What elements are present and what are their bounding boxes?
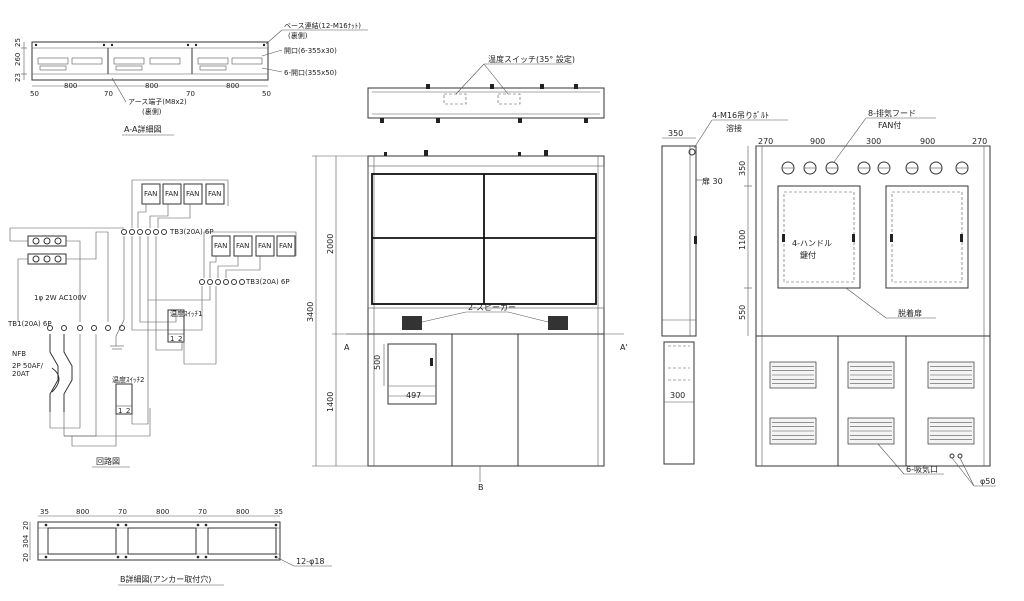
rear-dim-l2: 1100: [738, 230, 747, 250]
rear-dim-t1: 270: [758, 137, 773, 146]
aa-dim-b7: 50: [262, 90, 271, 98]
dim-1400: 1400: [326, 392, 335, 412]
front-view: 2-スピーカー 497 500 3400 2000 1400 A A' B: [306, 150, 628, 492]
nfb-label: NFB: [12, 350, 26, 358]
tb-upper-label: TB3(20A) 6P: [169, 228, 214, 236]
b-dim-t5: 70: [198, 508, 207, 516]
b-dim-t7: 35: [274, 508, 283, 516]
handle-sub: 鍵付: [800, 250, 816, 260]
speaker-left: [402, 316, 422, 330]
aa-dim-left-1: 25: [14, 38, 22, 47]
aa-dim-left-2: 260: [14, 53, 22, 66]
aa-title: A-A詳細図: [124, 124, 161, 134]
terminal-block-lower: [199, 279, 245, 285]
nfb-spec2: 20AT: [12, 370, 30, 378]
thermo-note: 温度スイッチ(35° 設定): [488, 54, 575, 64]
rear-door-left: [777, 185, 861, 289]
exhaust-sub: FAN付: [878, 120, 901, 130]
section-a: A: [344, 343, 350, 352]
aa-dim-b3: 70: [104, 90, 113, 98]
thermo1-t2: 2: [178, 335, 182, 343]
exhaust-label: 8-排気フード: [868, 108, 916, 118]
b-dim-l3: 20: [22, 553, 30, 562]
nfb-spec1: 2P 50AF/: [12, 362, 44, 370]
tb-main-label: TB1(20A) 6P: [7, 320, 52, 328]
thermo1-label: 温度ｽｲｯﾁ1: [170, 309, 202, 318]
dim-3400: 3400: [306, 302, 315, 322]
fan-label-5: FAN: [214, 242, 227, 250]
fan-label-7: FAN: [258, 242, 271, 250]
b-dim-t6: 800: [236, 508, 249, 516]
rear-dim-l3: 550: [738, 305, 747, 320]
aa-note-earth: アース端子(M8x2): [128, 97, 187, 106]
door-label: 脱着扉: [898, 308, 922, 318]
rear-dim-t4: 900: [920, 137, 935, 146]
exhaust-fans: [781, 161, 969, 175]
rear-dim-t2: 900: [810, 137, 825, 146]
aa-note-base-sub: (裏側): [288, 31, 308, 40]
bolt-label: 4-M16吊りﾎﾞﾙﾄ: [712, 111, 769, 120]
dim-350: 350: [668, 129, 683, 138]
control-box: [387, 343, 437, 405]
b-dim-t4: 800: [156, 508, 169, 516]
dim-300: 300: [670, 391, 685, 400]
circuit-title: 回路図: [96, 456, 120, 466]
fan-label-6: FAN: [236, 242, 249, 250]
aa-note-open1: 開口(6-355x30): [284, 47, 337, 55]
rear-door-right: [885, 185, 969, 289]
thermo1-t1: 1: [170, 335, 174, 343]
phi50-label: φ50: [980, 477, 995, 486]
section-b: B: [478, 483, 484, 492]
aa-dim-b2: 800: [64, 82, 77, 90]
b-dim-t2: 800: [76, 508, 89, 516]
fan-label-2: FAN: [165, 190, 178, 198]
thermo2-t2: 2: [126, 407, 130, 415]
aa-dim-b6: 800: [226, 82, 239, 90]
section-a2: A': [620, 343, 628, 352]
terminal-block-upper: [121, 229, 167, 235]
b-dim-l1: 20: [22, 521, 30, 530]
aa-dim-b5: 70: [186, 90, 195, 98]
aa-detail: 25 260 23 50 800 70 800 70 800 50 ベース連結(…: [14, 21, 368, 136]
aa-note-earth-sub: (裏側): [142, 107, 162, 116]
speaker-right: [548, 316, 568, 330]
circuit-diagram: FAN FAN FAN FAN TB3(20A) 6P FAN FAN FAN …: [7, 179, 297, 468]
holes-label: 12-φ18: [296, 557, 325, 566]
speaker-label: 2-スピーカー: [468, 303, 516, 312]
rear-view: 4-ハンドル 鍵付 270 900 300 900 270 350 1100 5…: [738, 108, 996, 487]
b-dim-t1: 35: [40, 508, 49, 516]
thermo2-label: 温度ｽｲｯﾁ2: [112, 375, 144, 384]
b-dim-t3: 70: [118, 508, 127, 516]
dim-500: 500: [373, 355, 382, 370]
bolt-sub: 溶接: [726, 123, 742, 133]
power-label: 1φ 2W AC100V: [34, 294, 87, 302]
aa-note-open2: 6-開口(355x50): [284, 69, 337, 77]
fan-label-8: FAN: [279, 242, 292, 250]
dim-30: 扉 30: [702, 176, 723, 186]
tb-lower-label: TB3(20A) 6P: [245, 278, 290, 286]
top-view: 温度スイッチ(35° 設定): [367, 54, 605, 123]
thermo2-t1: 1: [118, 407, 122, 415]
side-view: 350 扉 30 300 4-M16吊りﾎﾞﾙﾄ 溶接: [661, 111, 788, 465]
fan-label-4: FAN: [208, 190, 221, 198]
b-title: B詳細図(アンカー取付穴): [120, 574, 211, 584]
aa-dim-b4: 800: [145, 82, 158, 90]
dim-2000: 2000: [326, 234, 335, 254]
b-dim-l2: 304: [22, 534, 30, 548]
rear-dim-t5: 270: [972, 137, 987, 146]
intake-vents: [769, 361, 975, 445]
handle-label: 4-ハンドル: [792, 239, 832, 248]
aa-dim-left-3: 23: [14, 73, 22, 82]
aa-note-base: ベース連結(12-M16ﾅｯﾄ): [284, 21, 361, 30]
fan-label-3: FAN: [186, 190, 199, 198]
fan-label-1: FAN: [144, 190, 157, 198]
dim-497: 497: [406, 391, 421, 400]
aa-dim-b1: 50: [30, 90, 39, 98]
intake-label: 6-吸気口: [906, 464, 938, 474]
rear-dim-t3: 300: [866, 137, 881, 146]
rear-dim-l1: 350: [738, 161, 747, 176]
b-detail: 35 800 70 800 70 800 35 20 304 20 12-φ18…: [22, 508, 332, 586]
